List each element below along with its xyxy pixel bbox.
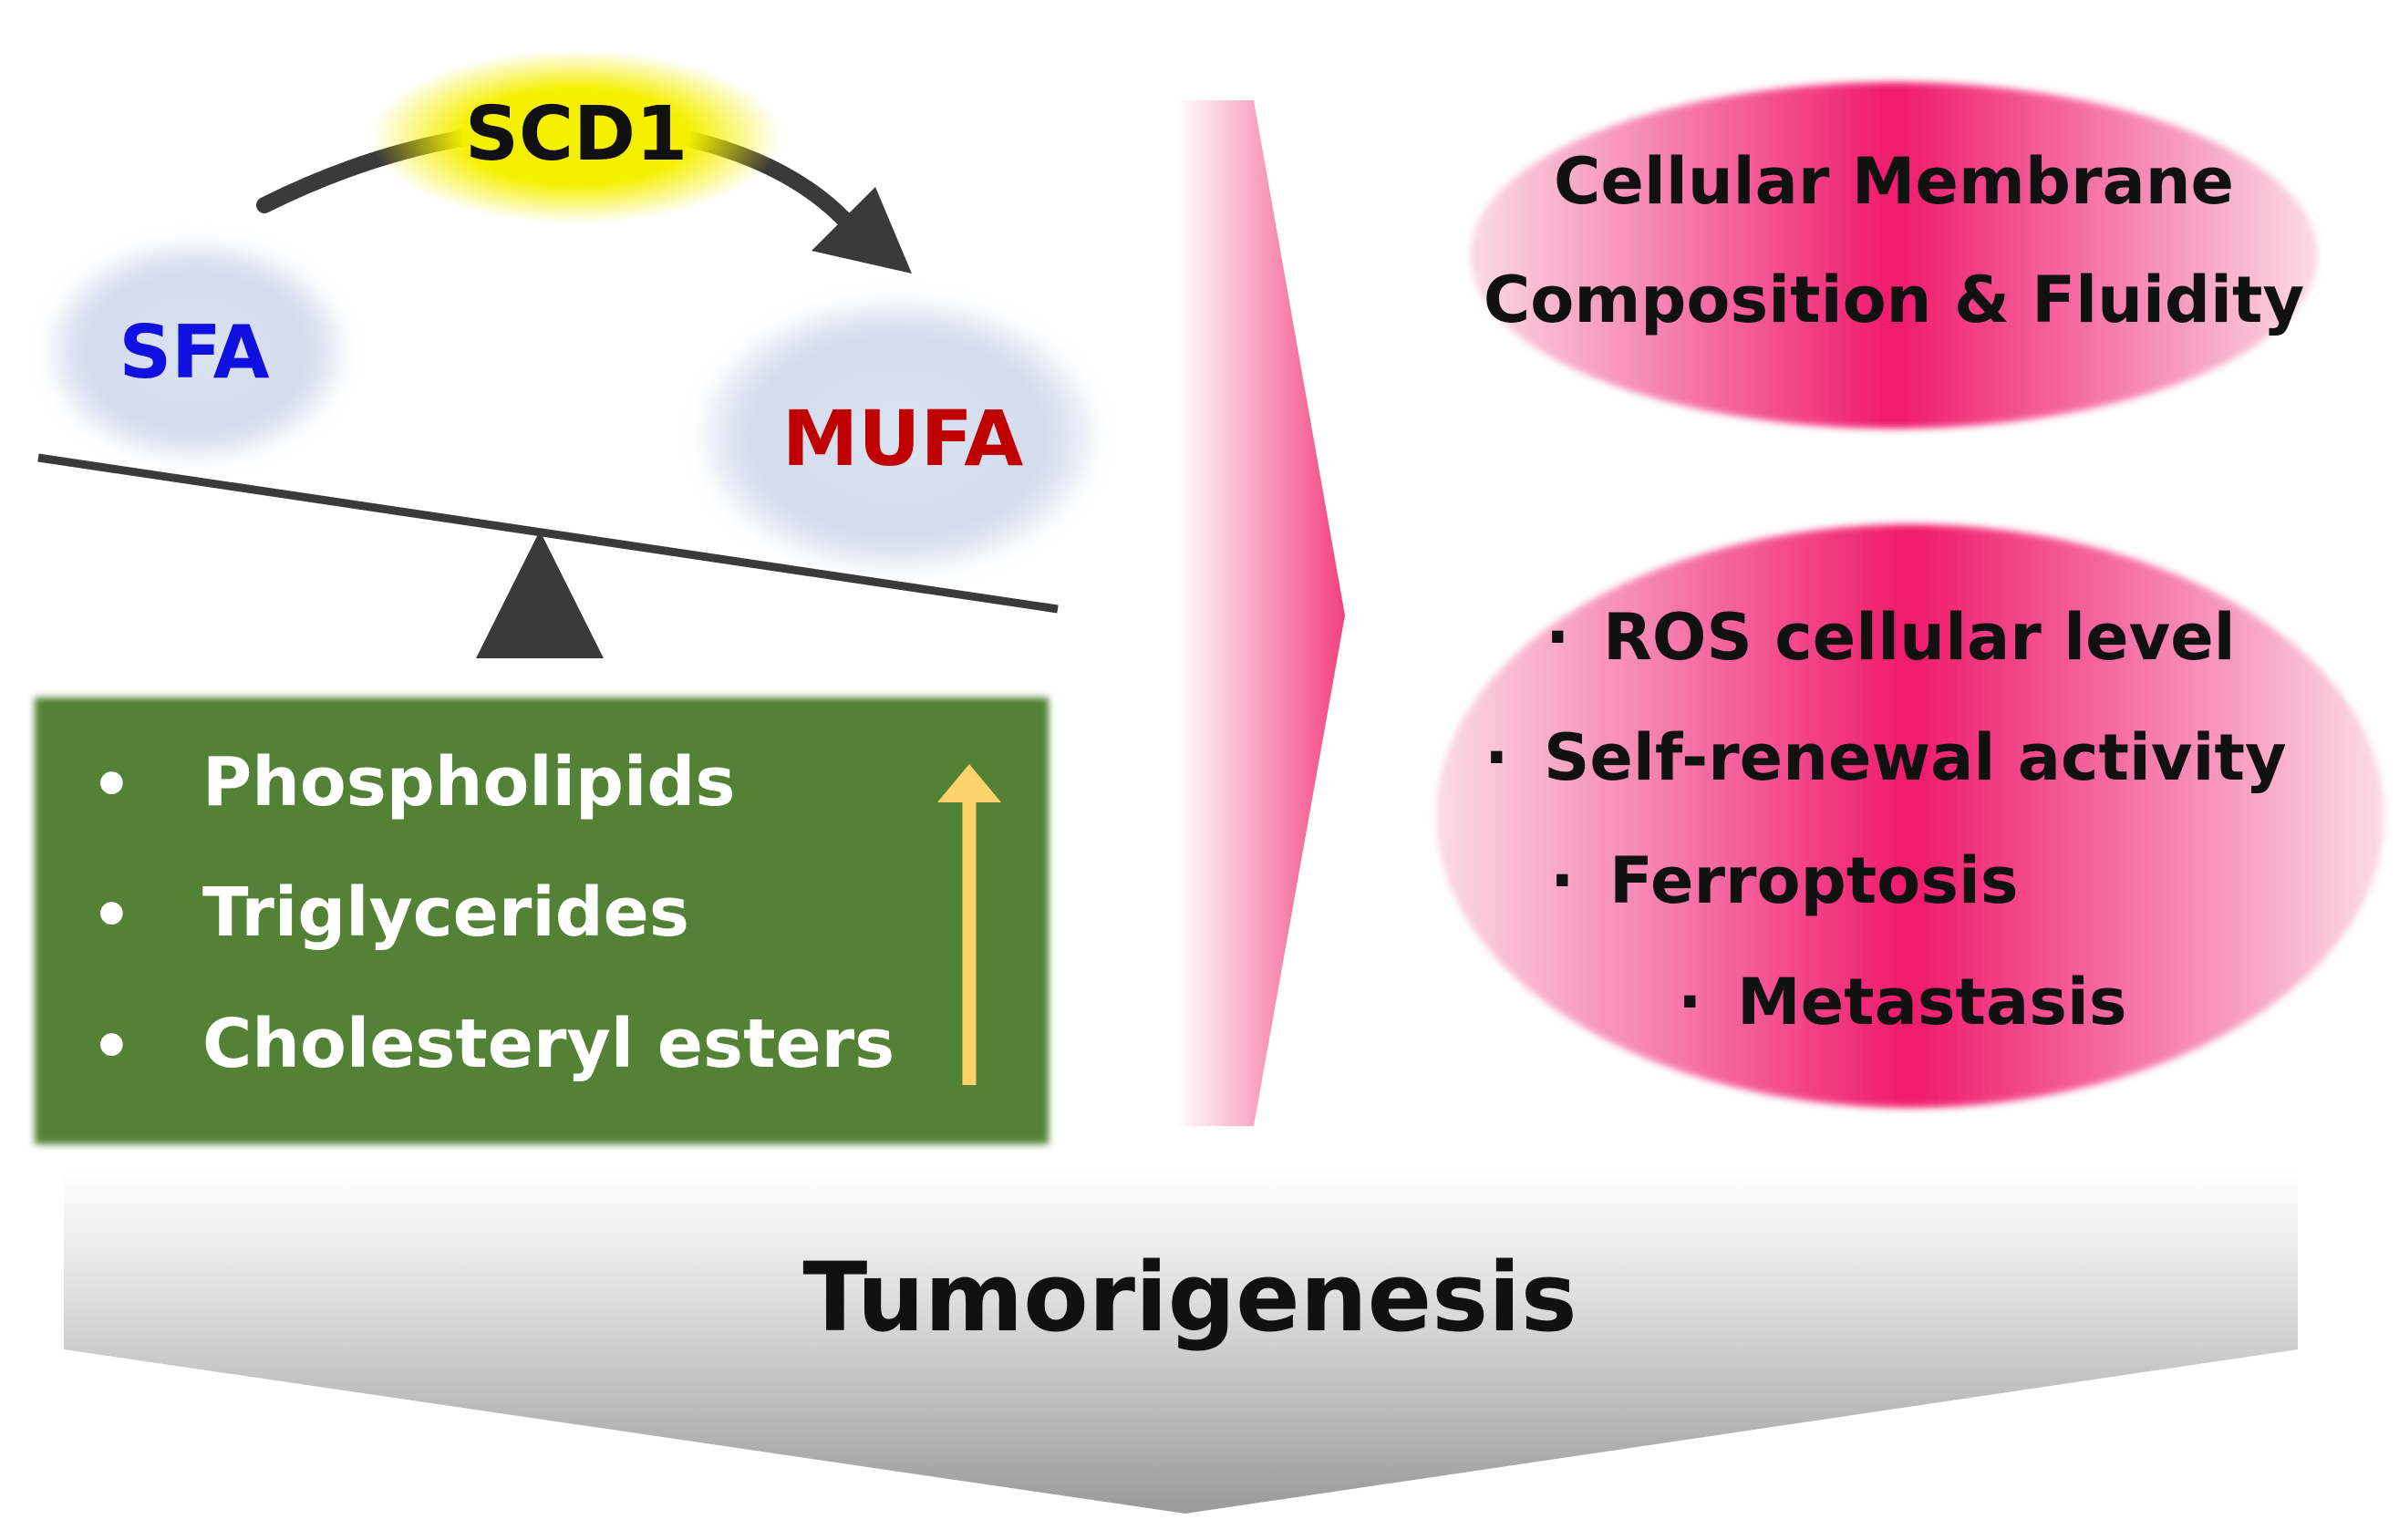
effect-bullet-metastasis: · [1678, 965, 1702, 1039]
balance-beam [37, 453, 1059, 614]
mufa-label: MUFA [781, 394, 1024, 483]
mufa-bubble [693, 295, 1103, 577]
lipid-bullet-1: • [91, 748, 132, 822]
effect-bullet-ferroptosis: · [1550, 843, 1575, 918]
lipid-item-cholesteryl-esters: Cholesteryl esters [202, 1005, 895, 1083]
effect-self-renewal: Self-renewal activity [1544, 720, 2287, 795]
lipid-box [35, 698, 1049, 1144]
lipid-bullet-2: • [91, 878, 132, 953]
tumorigenesis-arrow [64, 1172, 2298, 1514]
effect-bullet-self-renewal: · [1484, 720, 1509, 795]
lipid-item-triglycerides: Triglycerides [202, 873, 689, 952]
sfa-label: SFA [119, 310, 270, 395]
balance-fulcrum [476, 531, 604, 658]
effect-ros: ROS cellular level [1603, 600, 2236, 675]
enzyme-label: SCD1 [464, 91, 688, 178]
increase-arrow-head [937, 764, 1001, 802]
effect-ferroptosis: Ferroptosis [1609, 843, 2019, 918]
sfa-bubble [41, 237, 351, 465]
effect-bullet-ros: · [1546, 600, 1570, 675]
chevron-arrow [1176, 100, 1345, 1126]
reaction-arrowhead [812, 187, 912, 274]
lipid-bullet-3: • [91, 1009, 132, 1084]
scd1-glow [371, 50, 781, 223]
lipid-item-phospholipids: Phospholipids [202, 743, 736, 822]
membrane-line-2: Composition & Fluidity [1483, 263, 2305, 337]
outcome-label: Tumorigenesis [802, 1242, 1577, 1353]
effects-ellipse [1436, 524, 2384, 1108]
membrane-ellipse [1470, 82, 2318, 429]
effect-metastasis: Metastasis [1737, 965, 2127, 1039]
membrane-line-1: Cellular Membrane [1553, 144, 2235, 219]
